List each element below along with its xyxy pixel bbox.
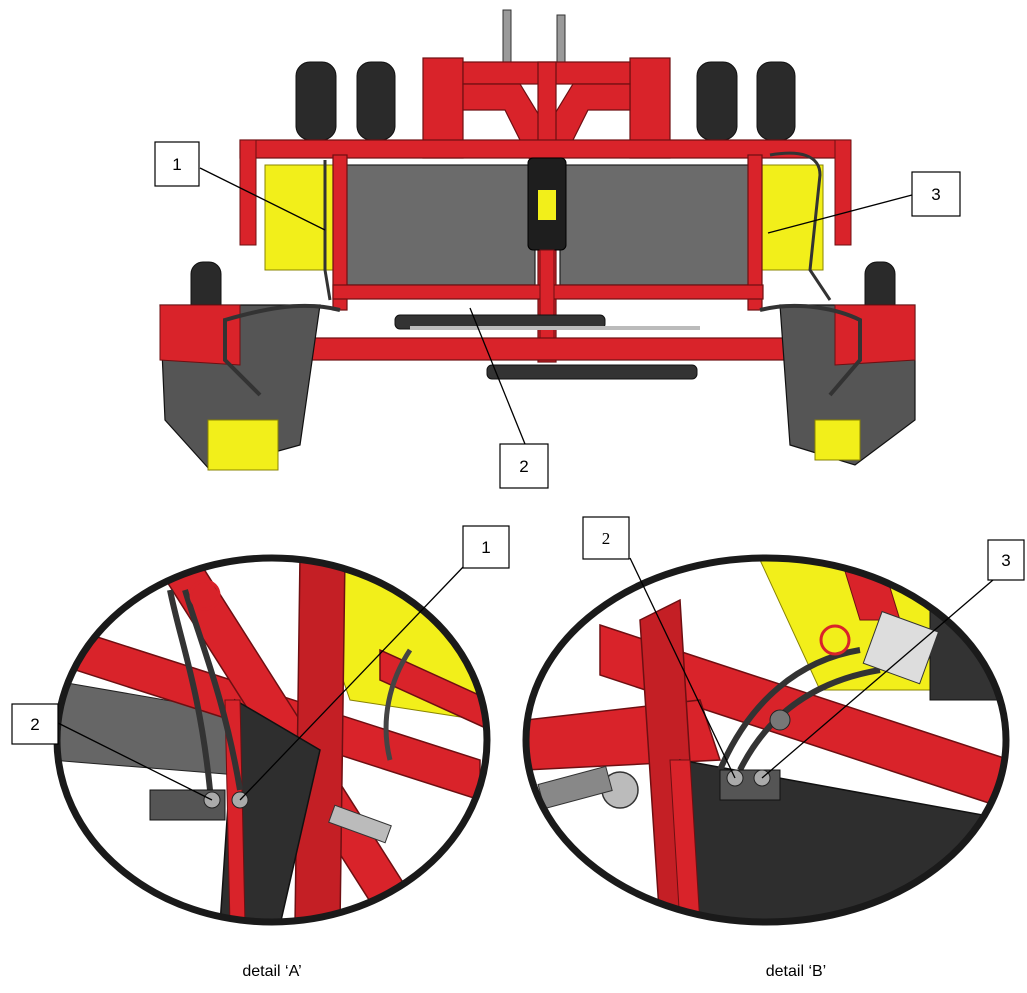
- leader-detail-b-3: [761, 579, 994, 779]
- leader-detail-b-2: [629, 557, 736, 779]
- machine-rear-view: [159, 9, 916, 471]
- leader-main-1: [199, 167, 326, 231]
- callout-detail-a-2: 2: [30, 715, 39, 734]
- callout-box-detail-b-2: [582, 516, 630, 560]
- detail-a-view: 1 2 detail ‘A’: [11, 525, 510, 980]
- leader-main-2: [469, 307, 526, 445]
- callout-box-main-2: [499, 443, 549, 489]
- leader-detail-a-2: [57, 722, 213, 801]
- callout-box-main-1: [154, 141, 200, 187]
- caption-detail-b: detail ‘B’: [766, 963, 826, 980]
- leader-main-3: [767, 194, 913, 234]
- callout-main-1: 1: [172, 155, 181, 174]
- callout-box-detail-a-2: [11, 703, 59, 745]
- callout-box-detail-b-3: [987, 539, 1025, 581]
- callout-detail-b-3: 3: [1001, 551, 1010, 570]
- callout-main-3: 3: [931, 185, 940, 204]
- callout-box-main-3: [911, 171, 961, 217]
- detail-b-view: 2 3 detail ‘B’: [522, 516, 1025, 980]
- leader-detail-a-1: [239, 564, 466, 801]
- callout-box-detail-a-1: [462, 525, 510, 569]
- main-callouts: 1 3 2: [154, 141, 961, 489]
- tire-top-right: [696, 61, 796, 141]
- tire-top-left: [295, 61, 396, 141]
- callout-detail-b-2: 2: [602, 529, 611, 548]
- callout-detail-a-1: 1: [481, 538, 490, 557]
- callout-main-2: 2: [519, 457, 528, 476]
- caption-detail-a: detail ‘A’: [242, 963, 301, 980]
